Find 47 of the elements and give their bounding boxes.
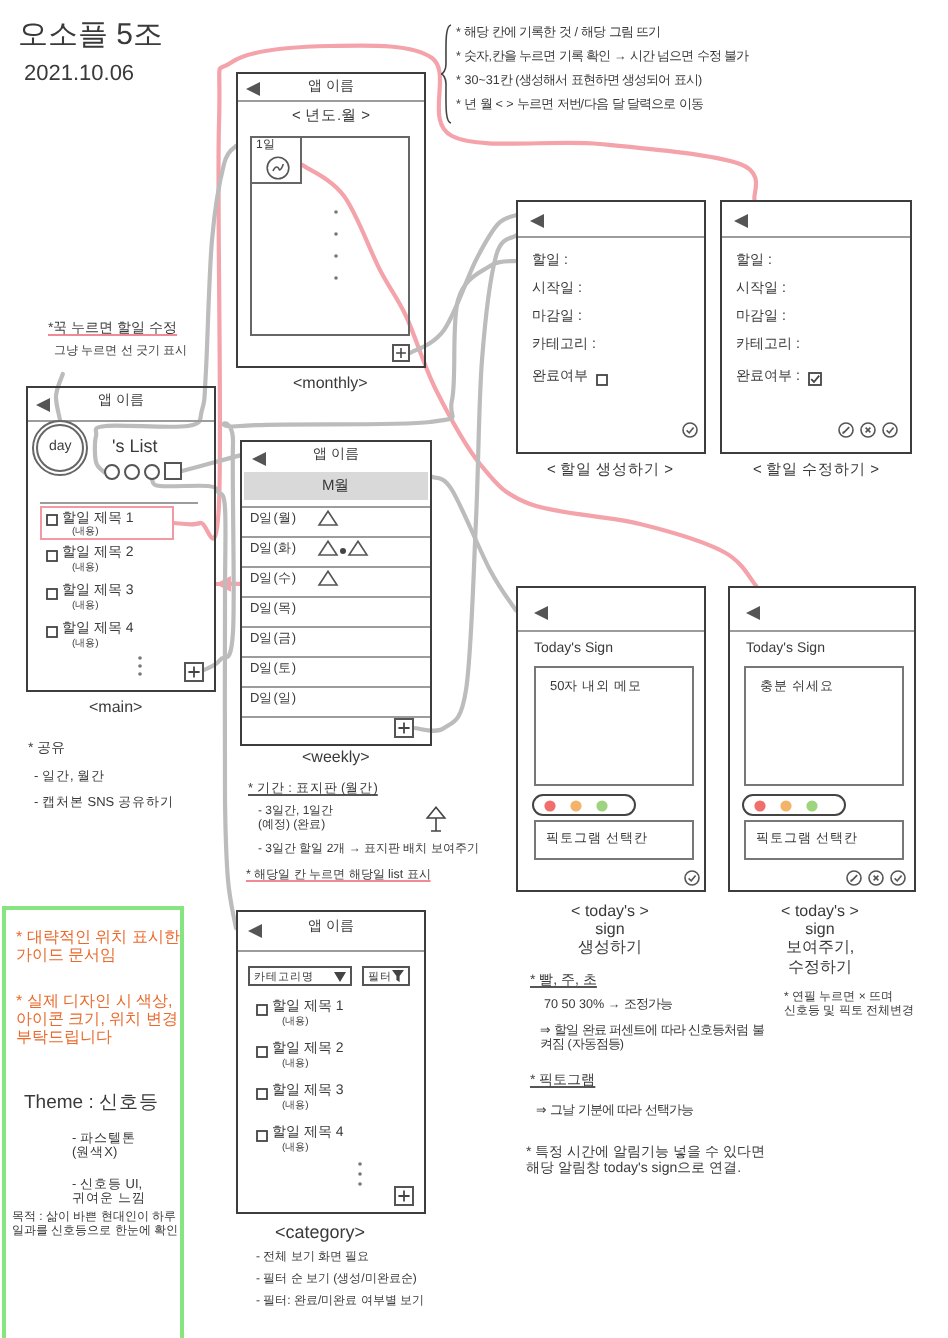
wireframe-screen (720, 200, 912, 454)
connector-line (179, 453, 243, 474)
round-icon (104, 464, 120, 480)
round-icon (144, 464, 160, 480)
screen-caption: < today's > sign 보여주기, 수정하기 (779, 902, 861, 976)
calendar-grid (250, 136, 410, 336)
connector-line (201, 258, 519, 673)
connector-line (411, 233, 519, 733)
connector-line (213, 575, 243, 592)
connector-line (407, 213, 519, 356)
traffic-light-bar (532, 794, 636, 816)
month-header-bar (244, 472, 428, 500)
theme-text: Theme : 신호등 (24, 1094, 159, 1116)
calendar-day-cell (250, 136, 302, 184)
round-icon (124, 464, 140, 480)
wireframe-screen (728, 586, 916, 892)
guide-note: * 실제 디자인 시 색상, 아이콘 크기, 위치 변경 부탁드립니다 (16, 992, 180, 1048)
connector-line (171, 43, 759, 541)
screen-caption: <main> (89, 698, 143, 717)
connector-line (149, 477, 239, 931)
wireframe-screen (26, 386, 216, 692)
pictogram-box (744, 820, 904, 860)
guide-note-panel (2, 906, 184, 1338)
screen-caption: <category> (275, 1222, 366, 1243)
traffic-light-bar (742, 794, 846, 816)
pictogram-box (534, 820, 694, 860)
connector-line (299, 162, 759, 589)
highlighted-list-item (40, 506, 174, 540)
screen-caption: < today's > sign 생성하기 (569, 902, 651, 958)
connector-line (429, 474, 519, 613)
square-icon (164, 462, 182, 480)
wireframe-screen (236, 910, 426, 1214)
diagram-title: 오소플 5조 (18, 18, 164, 53)
wireframe-screen (236, 72, 426, 368)
screen-caption: <monthly> (293, 374, 368, 393)
date-text: 2021.10.06 (24, 62, 135, 88)
list-heading: 's List (112, 436, 158, 457)
connector-line (92, 143, 239, 475)
wireframe-screen (516, 200, 706, 454)
wireframe-screen (516, 586, 706, 892)
connector-line (53, 371, 65, 423)
day-circle (32, 420, 88, 476)
memo-box (534, 666, 694, 786)
memo-box (744, 666, 904, 786)
wireframe-screen (240, 440, 432, 746)
screen-caption: <weekly> (302, 748, 370, 767)
guide-note: * 대략적인 위치 표시한 가이드 문서임 (16, 928, 180, 965)
